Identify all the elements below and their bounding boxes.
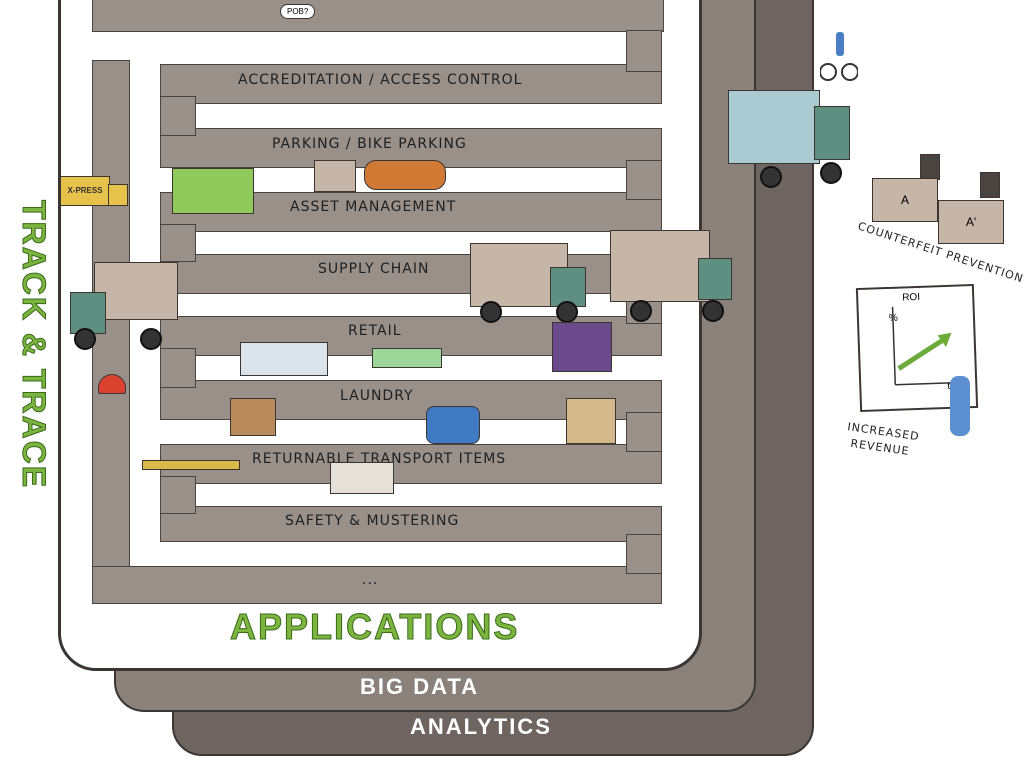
truck-left-icon	[70, 262, 180, 362]
pallet-box-icon	[314, 160, 356, 192]
traffic-light-green-icon	[920, 154, 940, 180]
genuine-box: A	[872, 178, 938, 222]
cardboard-boxes-icon	[566, 398, 616, 444]
big-data-title: BIG DATA	[360, 674, 480, 699]
presenter-figure-icon	[950, 376, 970, 436]
track-and-trace-title: TRACK & TRACE	[16, 200, 53, 490]
wooden-pallet-icon	[230, 398, 276, 436]
van-label: X-PRESS	[60, 176, 110, 206]
lane-label-laundry: LAUNDRY	[340, 388, 414, 404]
lane-track	[92, 566, 662, 604]
lane-connector	[626, 534, 662, 574]
increased-revenue-label: INCREASED REVENUE	[846, 420, 921, 458]
counterfeit-box-label: A'	[965, 215, 977, 229]
lane-label-accreditation: ACCREDITATION / ACCESS CONTROL	[238, 72, 523, 88]
speech-bubble: POB?	[280, 4, 316, 19]
roi-flipchart: ROI % t	[855, 283, 979, 413]
track-and-trace-wrapper: TRACK & TRACE	[12, 200, 53, 490]
analytics-title: ANALYTICS	[410, 714, 552, 739]
lane-label-retail: RETAIL	[348, 323, 402, 339]
lane-track	[92, 0, 664, 32]
lane-connector	[160, 224, 196, 262]
traffic-light-red-icon	[980, 172, 1000, 198]
lane-connector	[626, 412, 662, 452]
blue-barrels-icon	[426, 406, 480, 444]
control-panel-icon	[330, 462, 394, 494]
lane-label-safety-mustering: SAFETY & MUSTERING	[285, 513, 460, 529]
garment-rack-icon	[552, 322, 612, 372]
counterfeit-box: A'	[938, 200, 1004, 244]
lane-label-returnable-transport: RETURNABLE TRANSPORT ITEMS	[252, 451, 507, 467]
lane-track	[160, 506, 662, 542]
applications-title: APPLICATIONS	[229, 606, 520, 648]
truck-exit-icon	[610, 230, 732, 326]
lane-track	[160, 64, 662, 104]
lane-connector	[160, 96, 196, 136]
barrels-icon	[364, 160, 446, 190]
lane-connector	[626, 160, 662, 200]
counterfeit-panel: A A' COUNTERFEIT PREVENTION	[846, 150, 1024, 285]
tower-crane-icon	[142, 460, 240, 470]
lane-label-asset-management: ASSET MANAGEMENT	[290, 199, 457, 215]
laundry-machines-icon	[240, 342, 328, 376]
helmet-icon	[98, 374, 126, 394]
lane-connector	[160, 476, 196, 514]
lane-label-supply-chain: SUPPLY CHAIN	[318, 261, 430, 277]
lane-connector	[626, 30, 662, 72]
delivery-van-icon: X-PRESS	[60, 176, 130, 216]
lane-track	[160, 444, 662, 484]
cyclist-icon	[819, 26, 859, 82]
track-spine	[92, 60, 130, 602]
lane-connector	[160, 348, 196, 388]
lane-label-more: ...	[362, 572, 379, 588]
truck-loading-icon	[720, 90, 850, 188]
storage-crates-icon	[172, 168, 254, 214]
speech-bubble-text: POB?	[287, 7, 309, 16]
genuine-box-label: A	[900, 193, 909, 207]
folded-linen-icon	[372, 348, 442, 368]
roi-arrow-icon	[891, 306, 962, 386]
truck-supply-chain-icon	[470, 243, 590, 323]
lane-label-parking: PARKING / BIKE PARKING	[272, 136, 467, 152]
